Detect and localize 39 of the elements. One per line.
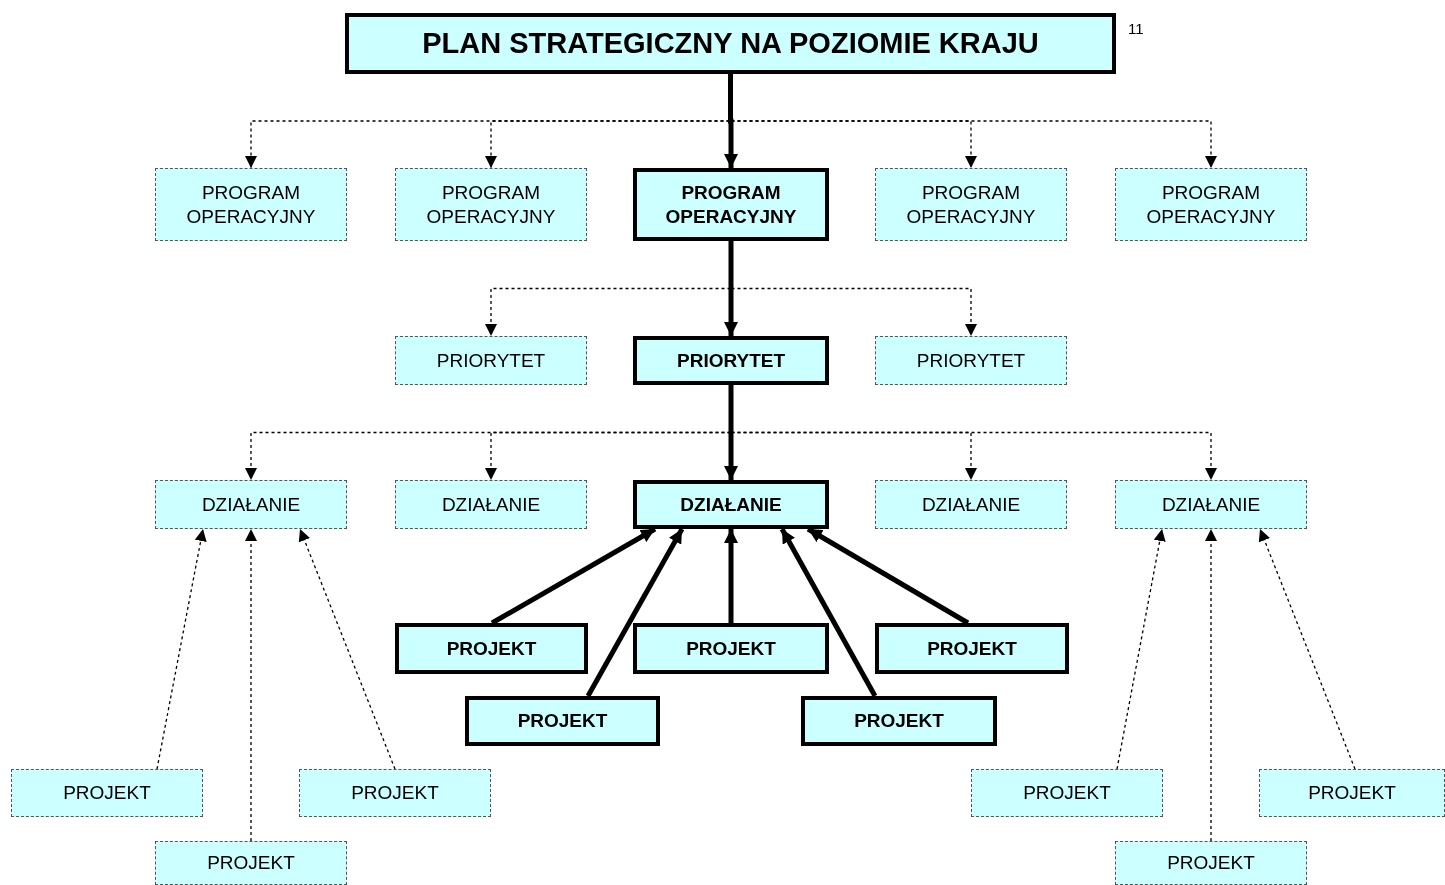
process-box: DZIAŁANIE — [395, 480, 587, 529]
process-box: PRIORYTET — [633, 336, 829, 385]
process-box: PROJEKT — [465, 696, 660, 746]
title-box: PLAN STRATEGICZNY NA POZIOMIE KRAJU — [345, 13, 1116, 74]
dashed-arrow — [298, 528, 396, 770]
dashed-arrow — [730, 240, 977, 337]
dashed-arrow — [1258, 528, 1356, 770]
dashed-arrow — [1116, 528, 1166, 770]
arrow — [779, 527, 878, 698]
arrow — [724, 74, 738, 168]
process-box: PROJEKT — [1115, 841, 1307, 885]
page-number: 11 — [1128, 19, 1144, 39]
process-box: PROJEKT — [875, 623, 1069, 674]
dashed-arrow — [1205, 528, 1217, 842]
process-box: PROJEKT — [633, 623, 829, 674]
process-box: PRIORYTET — [875, 336, 1067, 385]
dashed-arrow — [245, 528, 257, 842]
process-box: PROJEKT — [801, 696, 997, 746]
arrow — [724, 241, 738, 336]
process-box: PROGRAM OPERACYJNY — [155, 168, 347, 241]
process-box: PROGRAM OPERACYJNY — [633, 168, 829, 241]
process-box: PROJEKT — [971, 769, 1163, 817]
process-box: PROJEKT — [299, 769, 491, 817]
arrow — [724, 529, 738, 623]
process-box: PROJEKT — [11, 769, 203, 817]
process-box: PROGRAM OPERACYJNY — [1115, 168, 1307, 241]
process-box: DZIAŁANIE — [875, 480, 1067, 529]
process-box: PROGRAM OPERACYJNY — [875, 168, 1067, 241]
process-box: PROJEKT — [155, 841, 347, 885]
process-box: PROJEKT — [1259, 769, 1445, 817]
arrow — [724, 385, 738, 480]
dashed-arrow — [156, 528, 207, 770]
process-box: DZIAŁANIE — [633, 480, 829, 529]
process-box: PROJEKT — [395, 623, 588, 674]
process-box: DZIAŁANIE — [1115, 480, 1307, 529]
process-box: DZIAŁANIE — [155, 480, 347, 529]
process-box: PRIORYTET — [395, 336, 587, 385]
arrow — [585, 527, 685, 698]
process-box: PROGRAM OPERACYJNY — [395, 168, 587, 241]
